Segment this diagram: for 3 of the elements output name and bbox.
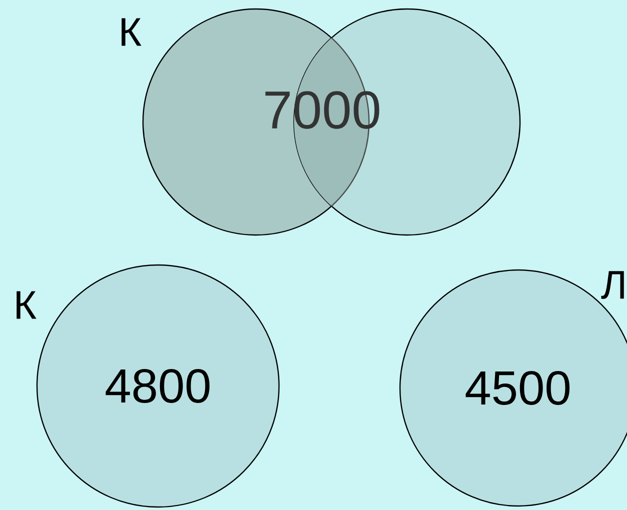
set-label: К	[16, 291, 36, 319]
set-label: Л	[601, 271, 624, 299]
set-label: К	[122, 18, 142, 46]
